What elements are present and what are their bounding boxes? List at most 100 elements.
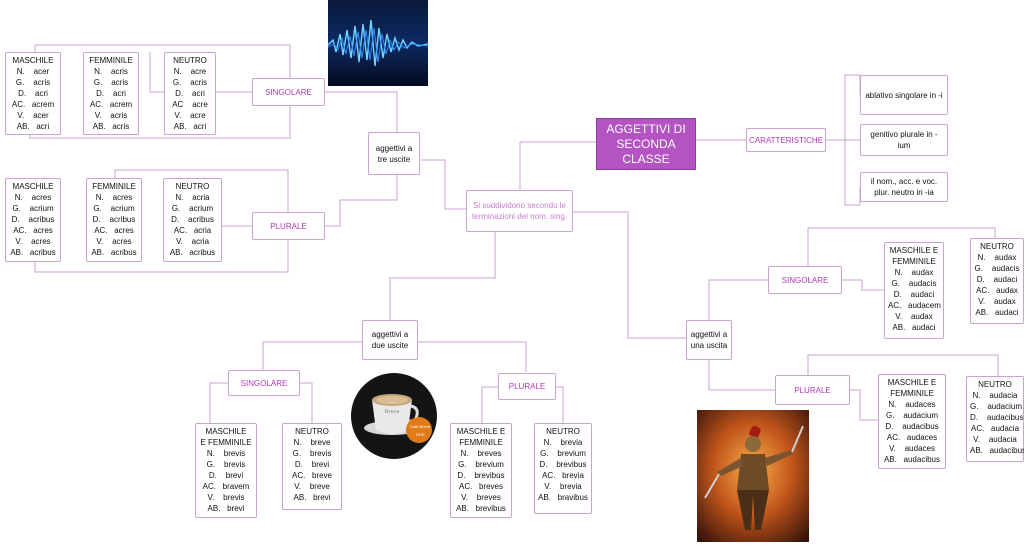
- case-row: G. acris: [93, 78, 129, 87]
- connector: [262, 341, 362, 370]
- case-row: N. brevis: [206, 449, 246, 458]
- tre-singolare-label: SINGOLARE: [265, 87, 312, 97]
- table-title: FEMMINILE: [92, 182, 136, 191]
- case-row: AB. acribus: [169, 248, 216, 257]
- caratteristiche-node[interactable]: CARATTERISTICHE: [746, 128, 826, 152]
- case-row: G. acris: [15, 78, 51, 87]
- due-plurale-node[interactable]: PLURALE: [498, 373, 556, 400]
- note-node[interactable]: ablativo singolare in -i: [860, 75, 948, 115]
- case-row: V. acres: [96, 237, 132, 246]
- case-row: D. audacibus: [970, 413, 1024, 422]
- cup-text-1: Breve: [384, 409, 400, 415]
- note-text: ablativo singolare in -i: [865, 90, 943, 100]
- hub-node[interactable]: Si suddividono secondo le terminazioni d…: [466, 190, 573, 232]
- case-row: N. brevia: [543, 438, 583, 447]
- case-row: G. brevis: [292, 449, 332, 458]
- note-node[interactable]: genitivo plurale in -ium: [860, 124, 948, 156]
- case-row: D. brevibus: [539, 460, 587, 469]
- case-row: N. breve: [293, 438, 331, 447]
- case-row: AB. acri: [16, 122, 50, 131]
- case-row: D. acribus: [171, 215, 214, 224]
- case-row: AC. audacem: [888, 301, 941, 310]
- note-text: il nom., acc. e voc. plur. neutro in -ia: [870, 177, 938, 197]
- connector: [34, 44, 291, 78]
- una-uscita-node[interactable]: aggettivi a una uscita: [686, 320, 732, 360]
- case-row: AB. acri: [173, 122, 207, 131]
- tre-uscite-node[interactable]: aggettivi a tre uscite: [368, 132, 420, 175]
- connector: [826, 74, 861, 141]
- note-text: genitivo plurale in -ium: [870, 130, 938, 150]
- case-row: G. audacium: [970, 402, 1023, 411]
- case-row: AC. acrem: [11, 100, 55, 109]
- root-node[interactable]: AGGETTIVI DI SECONDA CLASSE: [596, 118, 696, 170]
- case-row: G. acrium: [12, 204, 54, 213]
- case-row: AB. audaci: [975, 308, 1019, 317]
- tre-plurale-node[interactable]: PLURALE: [252, 212, 325, 240]
- table-title: MASCHILE: [12, 182, 54, 191]
- case-row: AC. audacia: [970, 424, 1020, 433]
- table-title: NEUTRO: [175, 182, 210, 191]
- case-row: AC. brevia: [542, 471, 584, 480]
- case-row: D. brevi: [294, 460, 330, 469]
- case-row: AC. bravem: [202, 482, 250, 491]
- case-row: D. acribus: [92, 215, 136, 224]
- table-title: NEUTRO: [980, 242, 1014, 251]
- table-title: NEUTRO: [978, 380, 1012, 389]
- case-row: D. audaci: [976, 275, 1018, 284]
- case-row: AC. acres: [94, 226, 134, 235]
- case-row: AB. acribus: [91, 248, 137, 257]
- caratteristiche-label: CARATTERISTICHE: [748, 135, 824, 145]
- case-row: N. acres: [95, 193, 133, 202]
- case-row: V. brevis: [207, 493, 245, 502]
- due-uscite-label: aggettivi a due uscite: [371, 330, 409, 350]
- case-row: AB. audacibus: [883, 455, 941, 464]
- warrior-image: [697, 410, 809, 542]
- case-row: AB. acris: [92, 122, 130, 131]
- connector: [807, 227, 996, 266]
- table-title: MASCHILE E FEMMINILE: [200, 427, 252, 447]
- case-row: AB. audacibus: [970, 446, 1024, 455]
- coffee-cup-icon: [351, 373, 437, 459]
- due-singolare-node[interactable]: SINGOLARE: [228, 370, 300, 396]
- case-row: N. acres: [14, 193, 52, 202]
- case-row: D. brevi: [208, 471, 244, 480]
- connector: [29, 106, 291, 139]
- connector: [325, 175, 398, 227]
- case-row: AB. brevibus: [456, 504, 506, 513]
- connector: [209, 382, 228, 423]
- connector: [807, 354, 999, 376]
- case-row: AB. brevi: [293, 493, 331, 502]
- due-plurale-label: PLURALE: [508, 382, 546, 391]
- connector: [556, 386, 564, 423]
- case-row: N. audax: [977, 253, 1017, 262]
- case-row: D. audaci: [893, 290, 935, 299]
- case-row: AC. acres: [13, 226, 53, 235]
- connector: [573, 211, 686, 339]
- case-row: V. acria: [175, 237, 210, 246]
- connector: [708, 279, 768, 320]
- case-row: D. acri: [18, 89, 48, 98]
- una-singolare-node[interactable]: SINGOLARE: [768, 266, 842, 294]
- connector: [519, 141, 596, 190]
- note-node[interactable]: il nom., acc. e voc. plur. neutro in -ia: [860, 172, 948, 202]
- hub-text: Si suddividono secondo le terminazioni d…: [471, 201, 568, 221]
- connector: [149, 52, 252, 93]
- una-uscita-label: aggettivi a una uscita: [690, 330, 728, 350]
- case-row: G. brevis: [206, 460, 246, 469]
- tre-singolare-node[interactable]: SINGOLARE: [252, 78, 325, 106]
- table-title: NEUTRO: [546, 427, 580, 436]
- una-plurale-label: PLURALE: [794, 385, 831, 395]
- case-row: AC. acria: [173, 226, 212, 235]
- una-plurale-node[interactable]: PLURALE: [775, 375, 850, 405]
- connector: [325, 91, 398, 132]
- case-row: V. audax: [978, 297, 1016, 306]
- table-title: MASCHILE E FEMMINILE: [887, 378, 937, 398]
- due-uscite-node[interactable]: aggettivi a due uscite: [362, 320, 418, 360]
